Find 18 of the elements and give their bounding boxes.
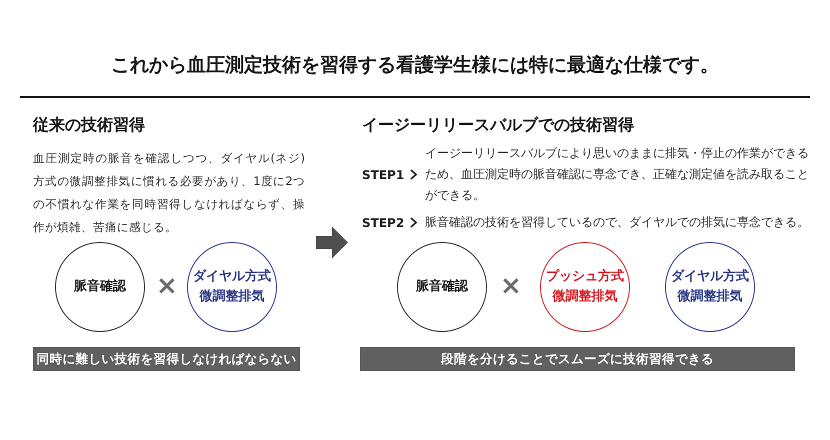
step-label: STEP1 xyxy=(362,168,404,182)
circle-label: ダイヤル方式微調整排気 xyxy=(670,268,750,306)
multiply-sign: × xyxy=(156,271,178,301)
summary-banner: 段階を分けることでスムーズに技術習得できる xyxy=(360,347,795,371)
circle-label: プッシュ方式微調整排気 xyxy=(545,268,625,306)
multiply-sign: × xyxy=(500,271,522,301)
step-label: STEP2 xyxy=(362,216,404,230)
section-heading: イージーリリースバルブでの技術習得 xyxy=(362,115,634,136)
circle-label: 脈音確認 xyxy=(416,278,468,296)
step-text: 脈音確認の技術を習得しているので、ダイヤルでの排気に専念できる。 xyxy=(425,214,810,231)
circle-label: ダイヤル方式微調整排気 xyxy=(192,268,272,306)
section-heading: 従来の技術習得 xyxy=(33,115,145,136)
step-text: イージーリリースバルブにより思いのままに排気・停止の作業ができるため、血圧測定時の脈音確認に専念でき、正確な測定値を読み取ることができる。 xyxy=(425,145,810,204)
arrow xyxy=(316,226,348,258)
body-text: 血圧測定時の脈音を確認しつつ、ダイヤル(ネジ)方式の微調整排気に慣れる必要があり、1度に2つの不慣れな作業を同時習得しなければならず、操作が煩雑、苦痛に感じる。 xyxy=(33,150,305,236)
summary-banner: 同時に難しい技術を習得しなければならない xyxy=(33,347,300,371)
title: これから血圧測定技術を習得する看護学生様には特に最適な仕様です。 xyxy=(111,54,719,76)
circle-label: 脈音確認 xyxy=(74,278,126,296)
